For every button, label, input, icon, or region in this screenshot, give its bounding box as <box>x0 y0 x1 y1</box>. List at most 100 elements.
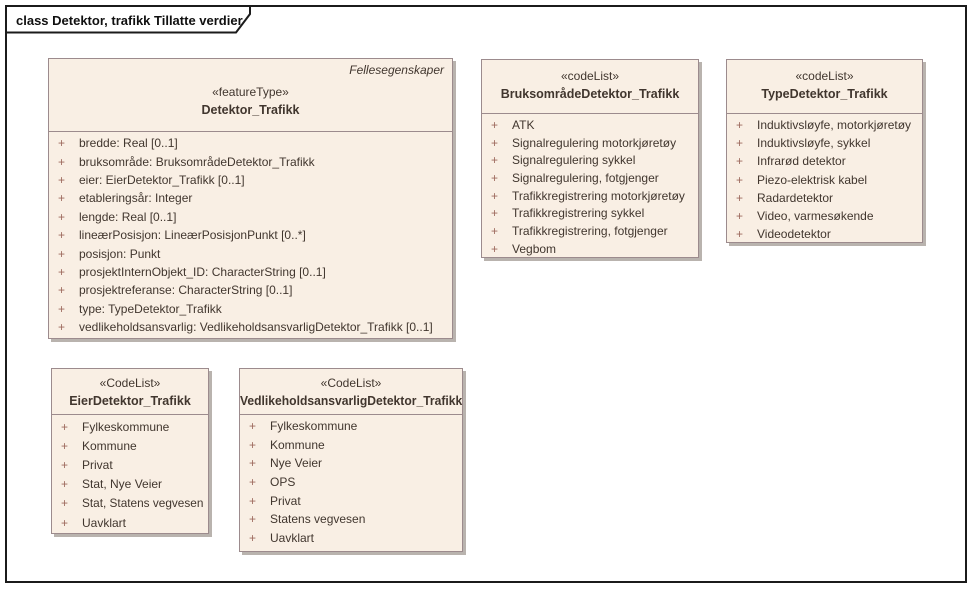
attribute-row: +Privat <box>240 491 462 510</box>
visibility-marker: + <box>58 283 66 298</box>
visibility-marker: + <box>736 190 744 205</box>
attribute-list: + Fylkeskommune +Kommune+Privat+Stat, Nye … <box>52 415 208 532</box>
stereotype-label: «codeList» <box>795 69 854 83</box>
attribute-row: +Trafikkregistrering sykkel <box>482 204 698 222</box>
attribute-text: eier: EierDetektor_Trafikk [0..1] <box>79 172 245 187</box>
class-header: «CodeList» VedlikeholdsansvarligDetektor… <box>240 369 462 415</box>
visibility-marker: + <box>58 154 66 169</box>
visibility-marker: + <box>249 475 257 490</box>
attribute-row: + Signalregulering motorkjøretøy <box>482 134 698 152</box>
attribute-row: +Signalregulering, fotgjenger <box>482 169 698 187</box>
visibility-marker: + <box>58 246 66 261</box>
class-name: VedlikeholdsansvarligDetektor_Trafikk <box>240 394 463 408</box>
attribute-row: +eier: EierDetektor_Trafikk [0..1] <box>49 171 452 189</box>
class-name: Detektor_Trafikk <box>201 103 300 117</box>
visibility-marker: + <box>61 419 69 434</box>
visibility-marker: + <box>491 135 499 150</box>
visibility-marker: + <box>58 136 66 151</box>
stereotype-label: «codeList» <box>560 69 620 83</box>
attribute-row: + Uavklart <box>52 513 208 532</box>
attribute-list: + ATK + Signalregulering motorkjøretøy +Sign… <box>482 114 698 258</box>
stereotype-label: «CodeList» <box>320 376 382 390</box>
attribute-row: +OPS <box>240 473 462 492</box>
attribute-row: +Video, varmesøkende <box>727 207 922 225</box>
visibility-marker: + <box>58 320 66 335</box>
attribute-row: + prosjektreferanse: CharacterString [0..… <box>49 281 452 299</box>
class-box-eier-detektor[interactable]: «CodeList» EierDetektor_Trafikk + Fylkesk… <box>51 368 209 534</box>
attribute-list: +Fylkeskommune+Kommune+Nye Veier+OPS+Pri… <box>240 415 462 547</box>
visibility-marker: + <box>249 493 257 508</box>
diagram-frame: class Detektor, trafikk Tillatte verdier… <box>5 5 967 583</box>
attribute-text: Infrarød detektor <box>757 154 846 169</box>
attribute-text: etableringsår: Integer <box>79 191 193 206</box>
attribute-row: + Induktivsløyfe, sykkel <box>727 134 922 152</box>
attribute-text: bredde: Real [0..1] <box>79 136 178 151</box>
attribute-text: Nye Veier <box>270 456 323 471</box>
attribute-row: + bruksområde: BruksområdeDetektor_Trafik… <box>49 152 452 170</box>
class-box-detektor-trafikk[interactable]: Fellesegenskaper «featureType» Detektor_… <box>48 58 453 339</box>
class-name: BruksområdeDetektor_Trafikk <box>500 87 680 101</box>
attribute-row: +Privat <box>52 455 208 474</box>
visibility-marker: + <box>736 172 744 187</box>
visibility-marker: + <box>249 456 257 471</box>
attribute-text: Signalregulering motorkjøretøy <box>512 135 677 150</box>
attribute-row: +Trafikkregistrering, fotgjenger <box>482 222 698 240</box>
visibility-marker: + <box>491 241 499 256</box>
visibility-marker: + <box>61 496 69 511</box>
attribute-row: + Radardetektor <box>727 189 922 207</box>
stereotype-label: «CodeList» <box>99 376 161 390</box>
visibility-marker: + <box>491 188 499 203</box>
visibility-marker: + <box>249 512 257 527</box>
attribute-text: Uavklart <box>82 515 127 530</box>
visibility-marker: + <box>736 209 744 224</box>
attribute-text: type: TypeDetektor_Trafikk <box>79 301 222 316</box>
class-box-type-detektor[interactable]: «codeList» TypeDetektor_Trafikk +Indukti… <box>726 59 923 243</box>
attribute-text: vedlikeholdsansvarlig: Vedlikeholdsansva… <box>79 320 433 335</box>
attribute-list: +Induktivsløyfe, motorkjøretøy + Induktivs… <box>727 114 922 243</box>
class-header: «codeList» BruksområdeDetektor_Trafikk <box>482 60 698 114</box>
attribute-text: bruksområde: BruksområdeDetektor_Trafikk <box>79 154 315 169</box>
class-tag: Fellesegenskaper <box>349 63 444 77</box>
class-name: EierDetektor_Trafikk <box>69 394 191 408</box>
attribute-text: Uavklart <box>270 530 315 545</box>
attribute-text: Statens vegvesen <box>270 512 366 527</box>
visibility-marker: + <box>491 170 499 185</box>
visibility-marker: + <box>736 227 744 242</box>
visibility-marker: + <box>61 457 69 472</box>
attribute-row: + Statens vegvesen <box>240 510 462 529</box>
attribute-text: Fylkeskommune <box>82 419 170 434</box>
visibility-marker: + <box>61 438 69 453</box>
visibility-marker: + <box>58 301 66 316</box>
attribute-row: +Stat, Nye Veier <box>52 475 208 494</box>
attribute-text: Induktivsløyfe, sykkel <box>757 136 871 151</box>
attribute-row: + Fylkeskommune <box>52 417 208 436</box>
class-box-bruksomrade-detektor[interactable]: «codeList» BruksområdeDetektor_Trafikk +… <box>481 59 699 258</box>
visibility-marker: + <box>491 206 499 221</box>
attribute-row: +Induktivsløyfe, motorkjøretøy <box>727 116 922 134</box>
visibility-marker: + <box>249 530 257 545</box>
attribute-row: + Nye Veier <box>240 454 462 473</box>
visibility-marker: + <box>736 136 744 151</box>
attribute-text: ATK <box>512 117 535 132</box>
attribute-text: Kommune <box>270 437 325 452</box>
attribute-row: +Trafikkregistrering motorkjøretøy <box>482 187 698 205</box>
attribute-row: +posisjon: Punkt <box>49 244 452 262</box>
attribute-row: + type: TypeDetektor_Trafikk <box>49 300 452 318</box>
visibility-marker: + <box>61 477 69 492</box>
attribute-row: +lineærPosisjon: LineærPosisjonPunkt [0.… <box>49 226 452 244</box>
attribute-text: prosjektreferanse: CharacterString [0..1… <box>79 283 293 298</box>
visibility-marker: + <box>61 515 69 530</box>
visibility-marker: + <box>491 223 499 238</box>
attribute-row: + Stat, Statens vegvesen <box>52 494 208 513</box>
visibility-marker: + <box>249 437 257 452</box>
attribute-text: Radardetektor <box>757 190 834 205</box>
attribute-row: + bredde: Real [0..1] <box>49 134 452 152</box>
attribute-row: +Kommune <box>52 436 208 455</box>
class-box-vedlikeholdsansvarlig-detektor[interactable]: «CodeList» VedlikeholdsansvarligDetektor… <box>239 368 463 552</box>
class-name: TypeDetektor_Trafikk <box>761 87 888 101</box>
attribute-text: Stat, Statens vegvesen <box>82 496 204 511</box>
visibility-marker: + <box>491 117 499 132</box>
visibility-marker: + <box>58 264 66 279</box>
attribute-row: +Piezo-elektrisk kabel <box>727 171 922 189</box>
